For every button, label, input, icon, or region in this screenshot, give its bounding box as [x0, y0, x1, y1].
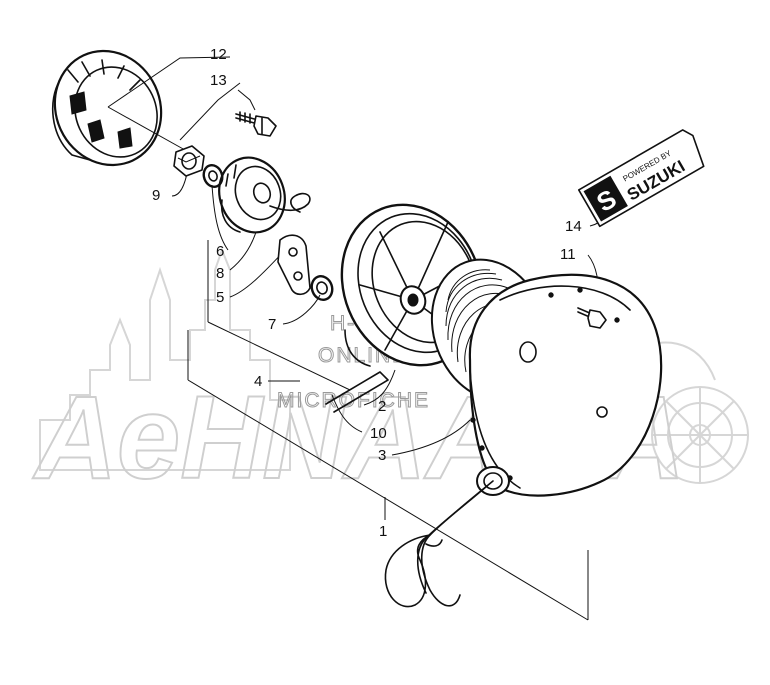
- hex-nut: [173, 145, 205, 177]
- starter-housing: [468, 273, 663, 497]
- ratchet-pawl: [277, 234, 311, 296]
- callout-1: 1: [379, 523, 387, 540]
- assembly-brackets: [187, 240, 589, 621]
- callout-13: 13: [210, 72, 227, 89]
- watermark-motorcycle: [619, 341, 749, 484]
- callout-7: 7: [268, 316, 276, 333]
- spacer-washer-7: [310, 275, 334, 301]
- watermark-skyline: [39, 247, 291, 471]
- housing-bolt: [577, 307, 607, 329]
- callout-3: 3: [378, 447, 386, 464]
- starter-rope: [384, 480, 494, 608]
- flat-washer-6: [202, 164, 224, 188]
- callout-8: 8: [216, 265, 224, 282]
- callout-2: 2: [378, 398, 386, 415]
- callout-10: 10: [370, 425, 387, 442]
- callout-4: 4: [254, 373, 262, 390]
- flange-bolt: [235, 111, 277, 137]
- callout-6: 6: [216, 243, 224, 260]
- callouts: 12 13 9 6 8 5 7 4 2 10 3 1 14 11: [152, 46, 582, 540]
- callout-11: 11: [560, 246, 576, 263]
- powered-by-suzuki-decal: S POWERED BY SUZUKI: [577, 129, 705, 228]
- callout-5: 5: [216, 289, 224, 306]
- callout-14: 14: [565, 218, 582, 235]
- callout-12: 12: [210, 46, 227, 63]
- starter-cup: [51, 49, 186, 167]
- callout-9: 9: [152, 187, 160, 204]
- ratchet-plate: [218, 156, 311, 234]
